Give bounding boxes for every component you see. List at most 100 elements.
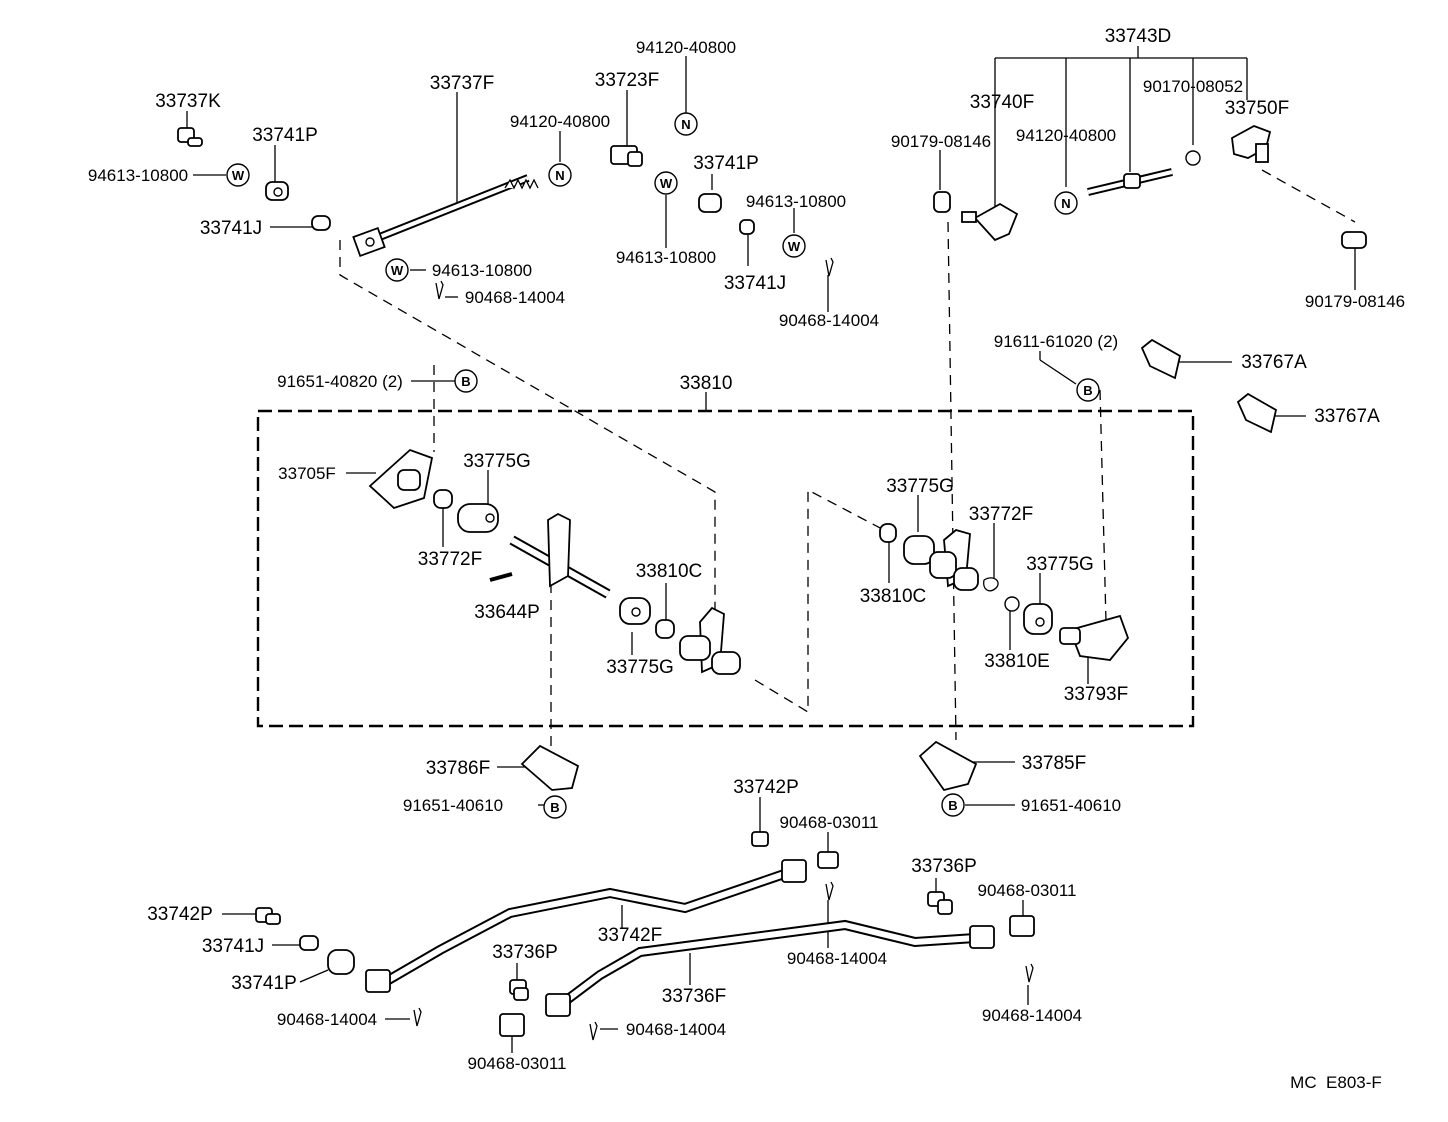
- marker-w-d: W: [385, 258, 409, 282]
- label-33736F: 33736F: [662, 986, 726, 1007]
- nut-90179-a: [933, 191, 951, 213]
- label-33741J-c: 33741J: [202, 936, 264, 957]
- label-33741P-a: 33741P: [252, 125, 318, 146]
- bushing-33741J-b: [739, 219, 755, 235]
- pin-e: [589, 1021, 598, 1041]
- label-91651-40610-a: 91651-40610: [403, 796, 503, 815]
- label-90179-08146-b: 90179-08146: [1305, 292, 1405, 311]
- marker-w-c: W: [782, 234, 806, 258]
- svg-text:B: B: [948, 798, 957, 813]
- marker-w-a: W: [226, 163, 250, 187]
- svg-text:B: B: [550, 800, 559, 815]
- marker-b-b: B: [1076, 378, 1100, 402]
- bolt-33742P-b: [255, 907, 281, 925]
- bushing-33741J-a: [311, 215, 331, 231]
- bolt-33742P-a: [751, 831, 769, 847]
- clip-33767A-a: [1140, 338, 1182, 380]
- lever-left: [929, 529, 979, 591]
- label-91651-40820: 91651-40820 (2): [277, 372, 403, 391]
- bushing-33775G-c: [903, 535, 935, 565]
- bushing-33775G-a: [457, 503, 499, 533]
- label-33736P-b: 33736P: [492, 942, 558, 963]
- label-33741P-b: 33741P: [693, 153, 759, 174]
- label-33775G-a: 33775G: [463, 451, 531, 472]
- bracket-33705F: [368, 448, 434, 510]
- label-33723F: 33723F: [595, 70, 659, 91]
- label-33743D: 33743D: [1105, 26, 1172, 47]
- stud-33743D: [1087, 168, 1173, 196]
- clip-90468-03011-c: [499, 1013, 525, 1037]
- bushing-33741P-c: [327, 949, 355, 975]
- marker-b-c: B: [543, 795, 567, 819]
- svg-text:W: W: [660, 176, 673, 191]
- leader-lines: [186, 46, 1356, 1053]
- clip-90468-03011-a: [817, 851, 839, 869]
- washer-33772F-a: [433, 489, 453, 509]
- svg-text:B: B: [1083, 383, 1092, 398]
- label-94120-40800-b: 94120-40800: [510, 112, 610, 131]
- bushing-33741P-a: [265, 181, 289, 201]
- assembly-33810-box: [256, 409, 1195, 728]
- marker-b-a: B: [454, 369, 478, 393]
- cap-90179-b: [1341, 231, 1367, 249]
- marker-n-a: N: [674, 112, 698, 136]
- label-91651-40610-b: 91651-40610: [1021, 796, 1121, 815]
- label-33741P-c: 33741P: [231, 973, 297, 994]
- svg-text:N: N: [555, 168, 564, 183]
- label-33644P: 33644P: [474, 602, 540, 623]
- label-33767A-a: 33767A: [1241, 352, 1307, 373]
- svg-text:W: W: [788, 239, 801, 254]
- rod-33737F: [352, 174, 539, 257]
- svg-text:B: B: [461, 374, 470, 389]
- label-94120-40800-c: 94120-40800: [1016, 126, 1116, 145]
- label-33750F: 33750F: [1225, 98, 1289, 119]
- label-33742F: 33742F: [598, 925, 662, 946]
- pin-c: [825, 881, 834, 901]
- clip-33810E: [1004, 596, 1020, 612]
- label-33742P-b: 33742P: [147, 904, 213, 925]
- rod-33736F: [545, 919, 995, 1017]
- bushing-33775G-d: [1023, 603, 1053, 635]
- clip-33767A-b: [1236, 392, 1278, 434]
- label-33772F-a: 33772F: [418, 549, 482, 570]
- label-94613-10800-a: 94613-10800: [88, 166, 188, 185]
- parts: [177, 125, 1367, 1041]
- pin-a: [435, 280, 444, 300]
- label-33736P-a: 33736P: [911, 856, 977, 877]
- svg-text:W: W: [232, 168, 245, 183]
- label-90468-03011-b: 90468-03011: [978, 881, 1077, 900]
- bracket-33793F: [1059, 614, 1130, 661]
- label-33775G-c: 33775G: [606, 657, 674, 678]
- washer-33810C-b: [879, 523, 897, 543]
- bolt-33737K: [177, 127, 203, 147]
- label-33810E: 33810E: [984, 651, 1050, 672]
- washer-33810C-a: [655, 619, 675, 639]
- label-33742P-a: 33742P: [733, 777, 799, 798]
- label-33775G-b: 33775G: [886, 476, 954, 497]
- label-90468-14004-f: 90468-14004: [982, 1006, 1082, 1025]
- pin-b: [825, 257, 834, 277]
- cover-33786F: [520, 744, 580, 791]
- shaft-lever: [509, 512, 611, 599]
- svg-text:N: N: [681, 117, 690, 132]
- label-33737F: 33737F: [430, 73, 494, 94]
- label-33786F: 33786F: [426, 758, 490, 779]
- pin-d: [413, 1007, 422, 1027]
- lever-right: [679, 606, 741, 675]
- bolt-33736P-a: [927, 891, 953, 915]
- rod-33742F: [365, 859, 807, 993]
- bushing-33741P-b: [698, 193, 722, 213]
- label-33705F: 33705F: [278, 464, 336, 483]
- dashed-assembly-lines: [339, 169, 1356, 750]
- clip-90468-03011-b: [1009, 915, 1035, 937]
- label-33740F: 33740F: [970, 92, 1034, 113]
- marker-n-b: N: [548, 163, 572, 187]
- label-33741J-a: 33741J: [200, 218, 262, 239]
- label-33772F-b: 33772F: [969, 504, 1033, 525]
- label-90468-14004-e: 90468-14004: [626, 1020, 726, 1039]
- label-94120-40800-top: 94120-40800: [636, 38, 736, 57]
- label-33810C-b: 33810C: [860, 586, 927, 607]
- label-91611-61020: 91611-61020 (2): [994, 332, 1118, 351]
- label-33775G-d: 33775G: [1026, 554, 1094, 575]
